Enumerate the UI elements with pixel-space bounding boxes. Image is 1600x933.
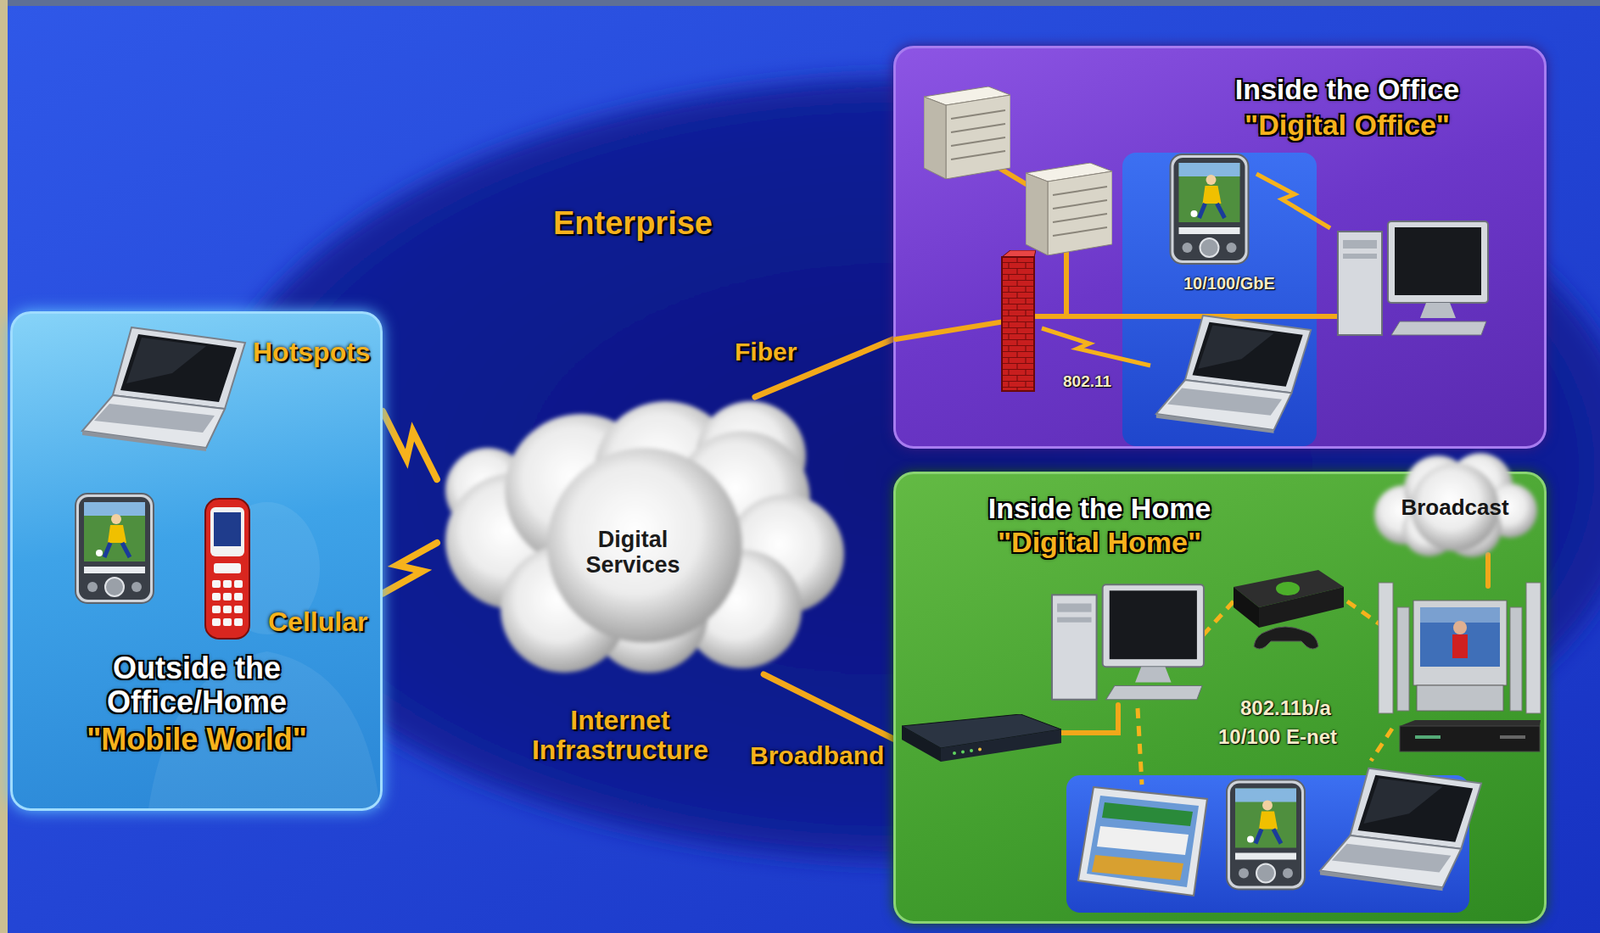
desktop-icon (1337, 221, 1489, 336)
pda-icon (75, 493, 154, 604)
link-label-box: Cellular (268, 607, 368, 638)
panel-subtitle-box: "Mobile World" (27, 722, 367, 757)
panel-subtitle-box: "Digital Home" (929, 526, 1270, 559)
firewall-icon (1001, 250, 1036, 392)
panel-subtitle: "Digital Home" (929, 526, 1270, 559)
office-panel: Inside the Office"Digital Office" (893, 45, 1547, 449)
laptop-icon (1156, 315, 1311, 434)
laptop-icon (1320, 768, 1482, 892)
server-icon (1025, 162, 1113, 256)
wired-link (763, 674, 894, 739)
region-label-box: Enterprise (553, 206, 713, 242)
panel-title-box: Outside the Office/Home (69, 651, 325, 719)
cloud-label: Digital Services (560, 527, 705, 578)
panel-subtitle: "Mobile World" (27, 722, 367, 757)
link-label-box: Fiber (734, 337, 797, 366)
mobile-panel: Outside the Office/Home"Mobile World" (10, 311, 383, 812)
region-label: Enterprise (553, 206, 713, 242)
console-icon (1233, 570, 1344, 649)
desktop-icon (1051, 584, 1204, 700)
network-label: 802.11b/a (1240, 697, 1332, 720)
panel-title: Outside the Office/Home (69, 651, 325, 719)
panel-subtitle-box: "Digital Office" (1169, 109, 1526, 141)
pda-icon (1226, 780, 1305, 890)
panel-title: Inside the Office (1169, 73, 1526, 106)
network-label: 802.11 (1062, 373, 1112, 392)
server-icon (923, 86, 1011, 180)
office-network (895, 48, 1545, 447)
cloud-label-box: Digital Services (560, 527, 705, 578)
cloud-label-box: Broadcast (1376, 495, 1533, 521)
pda-icon (1170, 154, 1249, 264)
network-label: 10/100 E-net (1218, 726, 1338, 749)
link-label-box: Broadband (749, 741, 884, 770)
link-label: Broadband (749, 741, 884, 770)
link-label: Hotspots (252, 337, 371, 368)
panel-subtitle: "Digital Office" (1169, 109, 1526, 141)
region-label: Internet Infrastructure (518, 705, 722, 766)
region-label-box: Internet Infrastructure (518, 705, 722, 766)
top-strip (0, 0, 1600, 6)
services-cloud: Digital Services (436, 397, 849, 675)
laptop-icon (82, 327, 246, 452)
panel-title-box: Inside the Home (929, 492, 1270, 525)
panel-title: Inside the Home (929, 492, 1270, 525)
cloud-label: Broadcast (1376, 495, 1533, 521)
network-label-box: 10/100 E-net (1218, 726, 1338, 749)
settop-icon (1399, 720, 1541, 752)
left-strip (0, 0, 8, 933)
wireless-link (382, 411, 437, 480)
phone-icon (205, 498, 250, 639)
link-label: Cellular (268, 607, 368, 638)
network-label-box: 10/100/GbE (1183, 274, 1276, 293)
broadcast-cloud: Broadcast (1370, 451, 1539, 560)
tv-icon (1378, 582, 1541, 714)
network-label: 10/100/GbE (1183, 274, 1276, 293)
wireless-link (382, 542, 437, 594)
network-label-box: 802.11 (1062, 373, 1112, 392)
network-label-box: 802.11b/a (1240, 697, 1332, 720)
link-label-box: Hotspots (252, 337, 371, 368)
panel-title-box: Inside the Office (1169, 73, 1526, 106)
router-icon (901, 714, 1062, 762)
tablet-icon (1078, 787, 1208, 896)
link-label: Fiber (734, 337, 797, 366)
home-panel: Inside the Home"Digital Home" Broadcast (893, 471, 1547, 924)
